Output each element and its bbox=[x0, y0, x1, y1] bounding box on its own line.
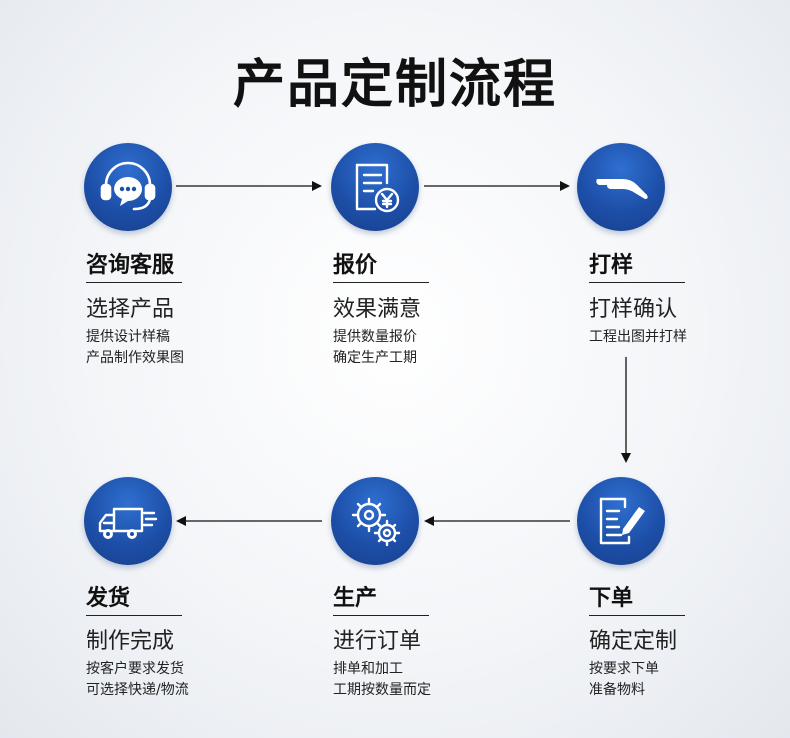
arrow-right-1 bbox=[176, 181, 322, 191]
arrow-left-2 bbox=[176, 516, 322, 526]
step-2-name: 报价 bbox=[333, 253, 378, 278]
sample-swoosh-icon bbox=[596, 179, 648, 199]
page-title: 产品定制流程 bbox=[232, 55, 557, 115]
step-3-circle bbox=[577, 143, 665, 231]
gears-icon bbox=[351, 497, 401, 547]
step-6-desc-line: 按客户要求发货 bbox=[86, 661, 184, 677]
step-2-divider bbox=[333, 282, 429, 283]
step-5-divider bbox=[333, 615, 429, 616]
arrow-down bbox=[621, 357, 631, 463]
arrow-right-2 bbox=[424, 181, 570, 191]
delivery-truck-icon bbox=[98, 507, 158, 539]
step-5-desc: 排单和加工 工期按数量而定 bbox=[333, 659, 431, 701]
step-2-sub: 效果满意 bbox=[333, 297, 422, 322]
step-6-name: 发货 bbox=[86, 586, 131, 611]
document-pen-icon bbox=[599, 497, 645, 545]
step-4-divider bbox=[589, 615, 685, 616]
step-4-desc-line: 准备物料 bbox=[589, 682, 645, 698]
customer-service-headset-icon bbox=[100, 161, 156, 211]
step-6-desc: 按客户要求发货 可选择快递/物流 bbox=[86, 659, 189, 701]
step-5-desc-line: 工期按数量而定 bbox=[333, 682, 431, 698]
step-1-circle bbox=[84, 143, 172, 231]
step-5-name: 生产 bbox=[333, 586, 378, 611]
invoice-yen-icon bbox=[355, 163, 400, 213]
step-4-desc: 按要求下单 准备物料 bbox=[589, 659, 659, 701]
step-6-sub: 制作完成 bbox=[86, 629, 175, 654]
step-3-desc-line: 工程出图并打样 bbox=[589, 329, 687, 345]
step-2-circle bbox=[331, 143, 419, 231]
step-2-desc-line: 提供数量报价 bbox=[333, 329, 417, 345]
step-1-desc: 提供设计样稿 产品制作效果图 bbox=[86, 327, 184, 369]
step-3-sub: 打样确认 bbox=[589, 297, 678, 322]
step-1-desc-line: 产品制作效果图 bbox=[86, 350, 184, 366]
step-5-circle bbox=[331, 477, 419, 565]
step-2-desc: 提供数量报价 确定生产工期 bbox=[333, 327, 417, 369]
step-2-desc-line: 确定生产工期 bbox=[333, 350, 417, 366]
step-1-divider bbox=[86, 282, 182, 283]
step-4-name: 下单 bbox=[589, 586, 634, 611]
step-4-sub: 确定定制 bbox=[589, 629, 678, 654]
step-3-name: 打样 bbox=[589, 253, 634, 278]
step-1-sub: 选择产品 bbox=[86, 297, 175, 322]
arrow-left-1 bbox=[424, 516, 570, 526]
step-4-circle bbox=[577, 477, 665, 565]
step-4-desc-line: 按要求下单 bbox=[589, 661, 659, 677]
step-3-divider bbox=[589, 282, 685, 283]
step-6-divider bbox=[86, 615, 182, 616]
step-5-desc-line: 排单和加工 bbox=[333, 661, 403, 677]
step-6-circle bbox=[84, 477, 172, 565]
step-5-sub: 进行订单 bbox=[333, 629, 422, 654]
step-1-name: 咨询客服 bbox=[86, 253, 175, 278]
step-6-desc-line: 可选择快递/物流 bbox=[86, 682, 189, 698]
step-3-desc: 工程出图并打样 bbox=[589, 327, 687, 348]
step-1-desc-line: 提供设计样稿 bbox=[86, 329, 170, 345]
